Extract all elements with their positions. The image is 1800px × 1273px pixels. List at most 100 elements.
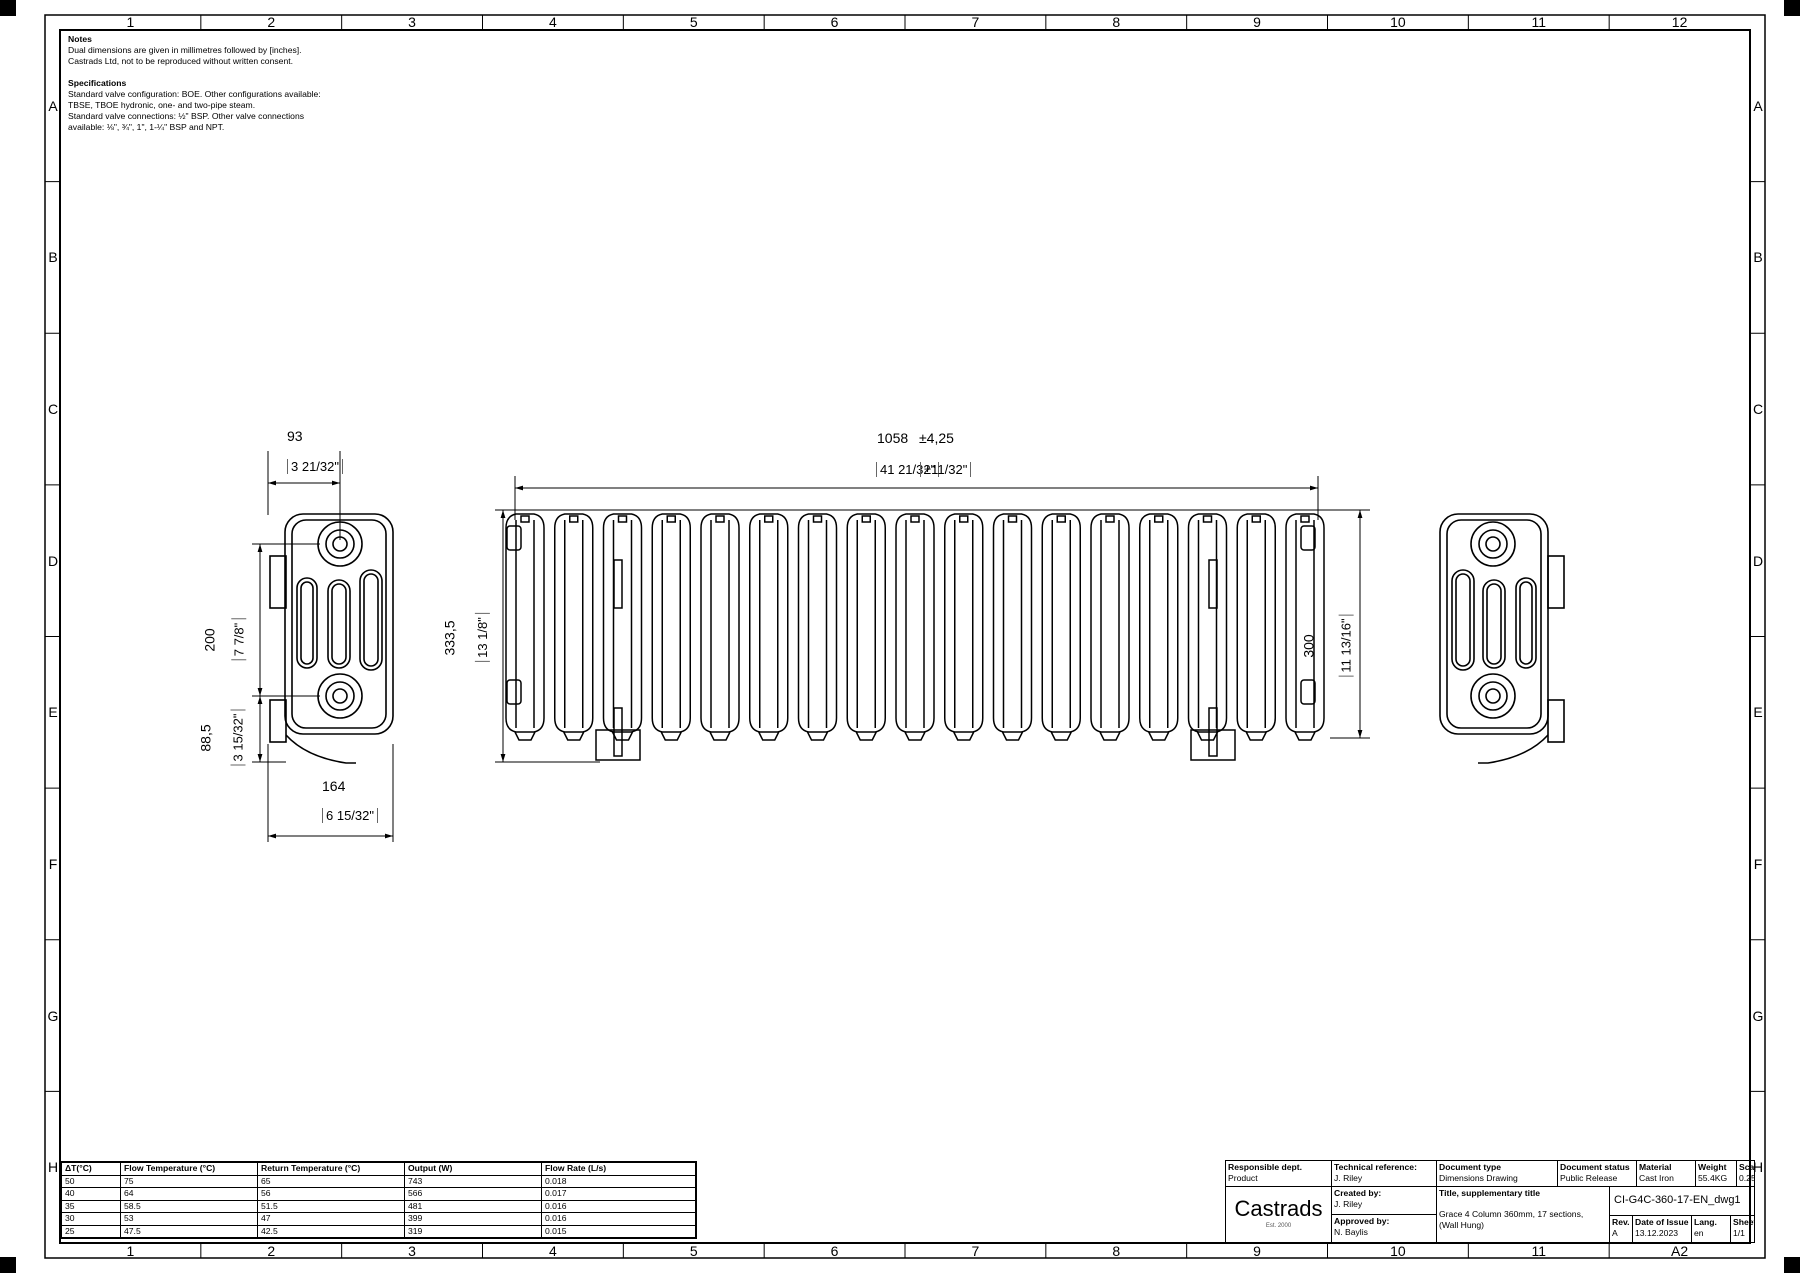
end-plug — [1300, 679, 1316, 705]
table-cell: 399 — [404, 1212, 542, 1226]
table-cell: 53 — [120, 1212, 258, 1226]
table-cell: 0.016 — [541, 1212, 697, 1226]
notes-heading: Notes — [68, 34, 92, 44]
spec-line: Standard valve configuration: BOE. Other… — [68, 89, 321, 99]
radiator-section — [651, 513, 691, 733]
grid-column-label: 7 — [971, 1243, 980, 1259]
radiator-section — [1041, 513, 1081, 733]
grid-column-label: 6 — [830, 14, 839, 30]
grid-row-label: D — [47, 552, 59, 569]
corner-mark-tl — [0, 0, 16, 16]
grid-column-label: 3 — [408, 14, 416, 30]
spec-line: Standard valve connections: ½" BSP. Othe… — [68, 111, 305, 121]
drawing-number-cell: CI-G4C-360-17-EN_dwg1 — [1609, 1186, 1755, 1216]
scale-cell: Scale0.25 — [1736, 1160, 1755, 1187]
dim-pipe-centres-mm: 200 — [201, 628, 218, 652]
radiator-section — [700, 513, 740, 733]
grid-row-label: G — [1752, 1007, 1764, 1024]
col-return-temp: Return Temperature (°C) — [257, 1161, 405, 1176]
grid-column-label: 11 — [1531, 14, 1547, 30]
grid-column-label: 5 — [689, 14, 698, 30]
grid-column-label: 4 — [549, 1243, 557, 1259]
radiator-section — [554, 513, 594, 733]
table-cell: 0.015 — [541, 1224, 697, 1239]
created-by-cell: Created by:J. Riley — [1331, 1186, 1437, 1215]
grid-column-label: 10 — [1390, 14, 1406, 30]
approved-by-cell: Approved by:N. Baylis — [1331, 1214, 1437, 1243]
performance-table: ΔT(°C) Flow Temperature (°C) Return Temp… — [60, 1161, 697, 1239]
grid-column-label: 10 — [1390, 1243, 1406, 1259]
radiator-section — [505, 513, 545, 733]
brand-cell: Castrads Est. 2000 — [1225, 1186, 1332, 1243]
grid-column-label: 3 — [408, 1243, 416, 1259]
table-cell: 566 — [404, 1187, 542, 1201]
radiator-section — [992, 513, 1033, 733]
table-cell: 50 — [60, 1174, 121, 1188]
table-header-row: ΔT(°C) Flow Temperature (°C) Return Temp… — [60, 1161, 697, 1176]
radiator-section — [749, 513, 789, 733]
radiator-section — [1090, 513, 1130, 733]
title-block: Responsible dept.Product Castrads Est. 2… — [1225, 1160, 1755, 1243]
table-cell: 0.016 — [541, 1199, 697, 1213]
grid-column-label: 2 — [267, 14, 276, 30]
dim-length-tol-in: ±11/32" — [920, 462, 972, 477]
end-plug — [1300, 525, 1316, 551]
end-plug — [506, 525, 522, 551]
dim-side-width-mm: 164 — [322, 778, 346, 794]
table-cell: 40 — [60, 1187, 121, 1201]
col-output: Output (W) — [404, 1161, 542, 1176]
grid-column-label: 7 — [971, 14, 980, 30]
castrads-logo: Castrads — [1234, 1196, 1323, 1221]
radiator-section — [1139, 513, 1179, 733]
grid-row-label: A — [1753, 97, 1763, 114]
grid-column-label: 5 — [689, 1243, 698, 1259]
table-cell: 0.018 — [541, 1174, 697, 1188]
table-cell: 0.017 — [541, 1187, 697, 1201]
side-view-left — [269, 513, 394, 764]
notes-line: Dual dimensions are given in millimetres… — [68, 45, 302, 55]
table-cell: 58.5 — [120, 1199, 258, 1213]
grid-row-label: C — [47, 401, 59, 418]
grid-row-label: H — [47, 1159, 59, 1176]
dim-length-mm: 1058 — [877, 430, 909, 446]
spec-line: available: ⅛", ¾", 1", 1-¼" BSP and NPT. — [68, 122, 225, 132]
corner-mark-tr — [1784, 0, 1800, 16]
brand-established: Est. 2000 — [1265, 1223, 1292, 1229]
valve-body — [1190, 729, 1236, 761]
end-plug — [506, 679, 522, 705]
radiator-section — [1285, 513, 1325, 733]
col-delta-t: ΔT(°C) — [60, 1161, 121, 1176]
valve-top — [613, 559, 623, 609]
grid-row-label: D — [1752, 552, 1764, 569]
rev-cell: Rev.A — [1609, 1215, 1633, 1243]
radiator-section — [895, 513, 935, 733]
corner-mark-bl — [0, 1257, 16, 1273]
table-cell: 25 — [60, 1224, 121, 1239]
table-cell: 75 — [120, 1174, 258, 1188]
dim-side-depth-in: 3 21/32" — [287, 459, 343, 474]
radiator-section — [602, 513, 643, 733]
responsible-dept-cell: Responsible dept.Product — [1225, 1160, 1332, 1187]
grid-column-label: 11 — [1531, 1243, 1547, 1259]
table-cell: 35 — [60, 1199, 121, 1213]
col-flow-temp: Flow Temperature (°C) — [120, 1161, 258, 1176]
dim-length-tol-mm: ±4,25 — [919, 430, 954, 446]
drawing-title: Grace 4 Column 360mm, 17 sections, (Wall… — [1439, 1209, 1584, 1230]
dim-height-mm: 333,5 — [441, 620, 458, 656]
radiator-section — [846, 513, 886, 733]
table-cell: 42.5 — [257, 1224, 405, 1239]
grid-column-label: 6 — [830, 1243, 839, 1259]
corner-mark-br — [1784, 1257, 1800, 1273]
table-cell: 47 — [257, 1212, 405, 1226]
table-cell: 65 — [257, 1174, 405, 1188]
